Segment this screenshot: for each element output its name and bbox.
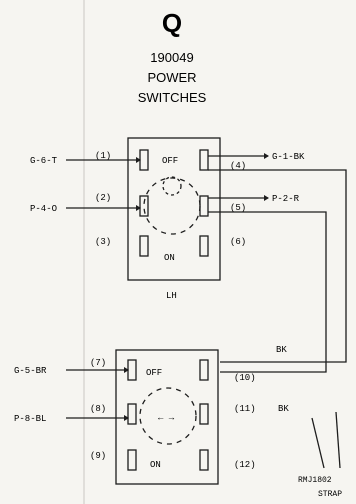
- header-title-line1: POWER: [147, 70, 196, 85]
- contact-2: [139, 195, 149, 217]
- lower-switch: [66, 349, 341, 485]
- wire-label-G-5-BR: G-5-BR: [14, 366, 47, 376]
- upper-switch-body: [127, 137, 221, 281]
- terminal-1: (1): [95, 151, 111, 161]
- contact-10: [199, 359, 209, 381]
- contact-11: [199, 403, 209, 425]
- label-off-lower: OFF: [146, 368, 162, 378]
- arrow-P-4-O: [136, 205, 141, 211]
- arrow-G-5-BR: [124, 367, 129, 373]
- footnote-code: RMJ1802: [298, 476, 332, 485]
- strap-leader-1: [311, 417, 325, 469]
- label-off-upper: OFF: [162, 156, 178, 166]
- loop-from-terminal-5: [208, 211, 327, 373]
- terminal-9: (9): [90, 451, 106, 461]
- footnote-strap: STRAP: [318, 490, 342, 499]
- terminal-6: (6): [230, 237, 246, 247]
- contact-4: [199, 149, 209, 171]
- upper-switch-label: LH: [166, 291, 177, 301]
- upper-rotor-dashed: [143, 177, 201, 235]
- wire-label-P-8-BL: P-8-BL: [14, 414, 46, 424]
- arrow-G-6-T: [136, 157, 141, 163]
- upper-rotor-inner: [162, 176, 182, 196]
- strap-leader-2: [335, 411, 341, 469]
- terminal-4: (4): [230, 161, 246, 171]
- wire-label-P-2-R: P-2-R: [272, 194, 300, 204]
- contact-8: [127, 403, 137, 425]
- wire-label-G-6-T: G-6-T: [30, 156, 58, 166]
- wire-label-G-1-BK: G-1-BK: [272, 152, 305, 162]
- loop-from-terminal-4: [208, 169, 347, 363]
- terminal-10: (10): [234, 373, 256, 383]
- arrow-P-8-BL: [124, 415, 129, 421]
- terminal-11: (11): [234, 404, 256, 414]
- contact-6: [199, 235, 209, 257]
- rotor-arrows: ← →: [158, 413, 175, 423]
- contact-3: [139, 235, 149, 257]
- contact-1: [139, 149, 149, 171]
- terminal-7: (7): [90, 358, 106, 368]
- upper-switch: [66, 137, 347, 373]
- contact-5: [199, 195, 209, 217]
- wire-label-BK-11: BK: [278, 404, 289, 414]
- header-letter: Q: [162, 8, 182, 38]
- terminal-5: (5): [230, 203, 246, 213]
- arrow-P-2-R: [264, 195, 269, 201]
- terminal-2: (2): [95, 193, 111, 203]
- lower-switch-body: [115, 349, 219, 485]
- terminal-3: (3): [95, 237, 111, 247]
- lower-rotor-dashed: [139, 387, 197, 445]
- arrow-G-1-BK: [264, 153, 269, 159]
- contact-7: [127, 359, 137, 381]
- header-title-line2: SWITCHES: [138, 90, 207, 105]
- label-on-lower: ON: [150, 460, 161, 470]
- contact-12: [199, 449, 209, 471]
- terminal-8: (8): [90, 404, 106, 414]
- terminal-12: (12): [234, 460, 256, 470]
- label-on-upper: ON: [164, 253, 175, 263]
- wire-label-BK-mid: BK: [276, 345, 287, 355]
- contact-9: [127, 449, 137, 471]
- wire-label-P-4-O: P-4-O: [30, 204, 57, 214]
- header-number: 190049: [150, 50, 193, 65]
